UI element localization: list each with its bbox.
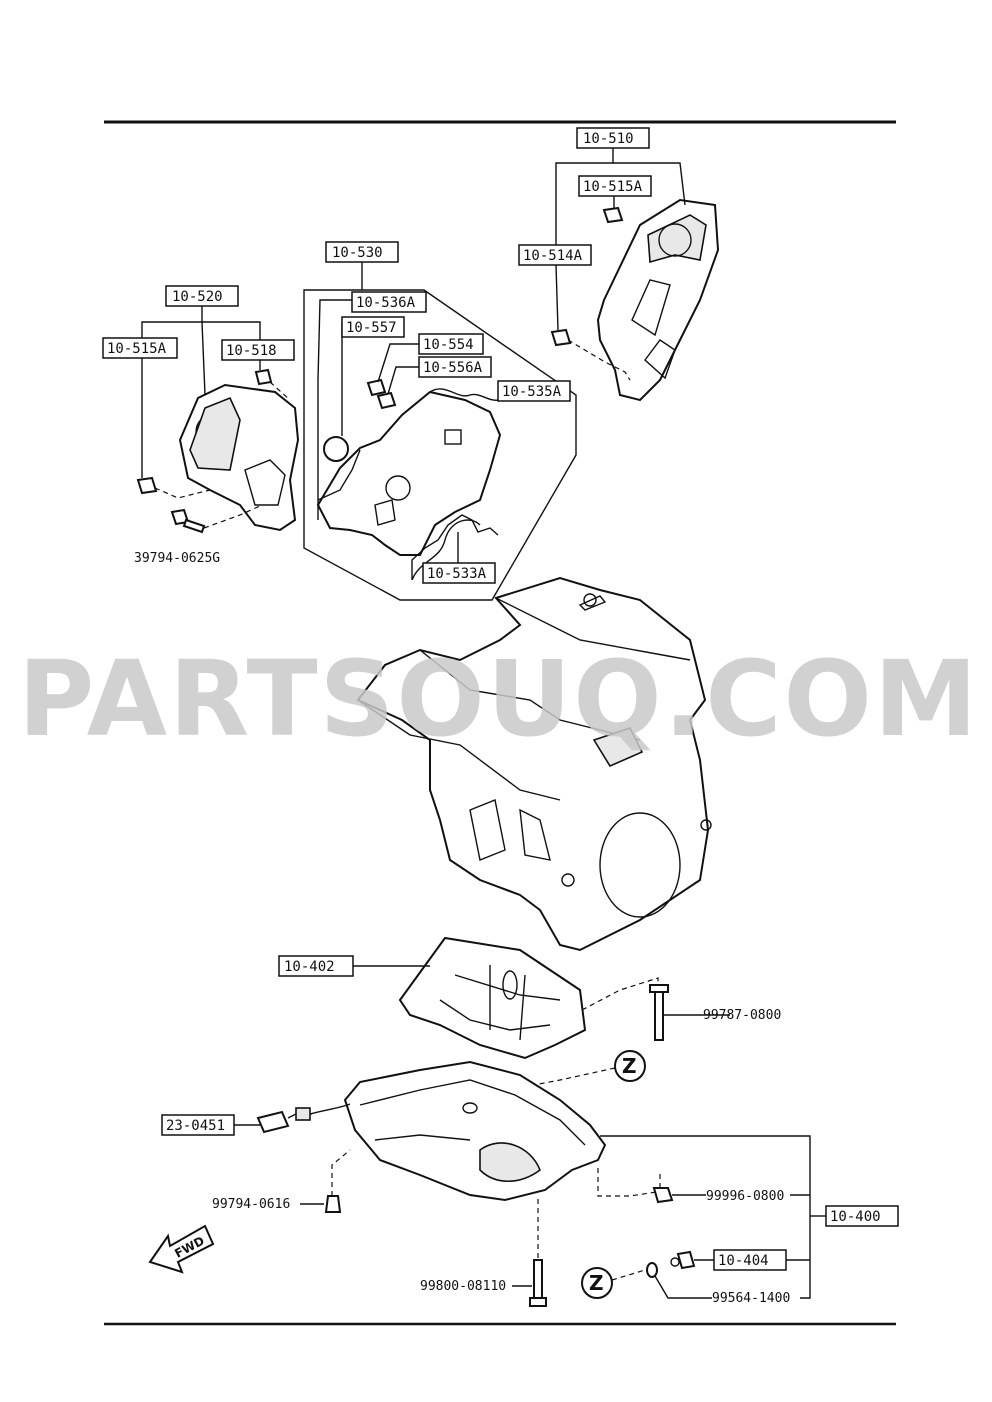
center-timing-plate[interactable]	[316, 390, 502, 556]
label-box-10-518	[221, 339, 295, 361]
bolt-99787-0800[interactable]	[649, 984, 669, 1041]
bushing-10-554[interactable]	[366, 378, 387, 397]
oil-pan-baffle[interactable]	[398, 936, 587, 1060]
label-99996-0800: 99996-0800	[706, 1189, 784, 1204]
label-99564-1400: 99564-1400	[712, 1291, 790, 1306]
drain-plug-10-404[interactable]	[670, 1250, 696, 1270]
label-10-404: 10-404	[718, 1253, 769, 1269]
label-box-10-514a	[518, 244, 592, 266]
label-10-530: 10-530	[332, 245, 383, 261]
label-10-515a-right: 10-515A	[583, 179, 643, 195]
right-timing-cover[interactable]	[596, 198, 720, 402]
bushing-514a[interactable]	[550, 328, 572, 347]
z-marker-upper-text: Z	[622, 1054, 637, 1078]
oil-sensor-23-0451[interactable]	[256, 1103, 351, 1134]
bolt-39794-0625g[interactable]	[170, 508, 206, 534]
label-box-10-535a	[497, 380, 571, 402]
seal-10-536a[interactable]	[317, 299, 352, 520]
bolt-99794-0616[interactable]	[324, 1195, 342, 1213]
bushing-10-518[interactable]	[254, 368, 273, 386]
seal-10-557[interactable]	[323, 436, 349, 462]
bushing-515a-left[interactable]	[136, 476, 158, 495]
label-box-10-557	[341, 316, 405, 338]
label-box-10-536a	[351, 291, 427, 313]
label-39794-0625g: 39794-0625G	[134, 551, 220, 566]
fwd-arrow-icon: FWD	[148, 1224, 215, 1274]
label-10-554: 10-554	[423, 337, 474, 353]
label-99787-0800: 99787-0800	[703, 1008, 781, 1023]
label-10-533a: 10-533A	[427, 566, 487, 582]
kit-outline-10-530	[303, 289, 577, 601]
left-timing-cover[interactable]	[178, 383, 300, 532]
bolt-99800-08110[interactable]	[529, 1259, 547, 1307]
label-10-400: 10-400	[830, 1209, 881, 1225]
label-23-0451: 23-0451	[166, 1118, 225, 1134]
label-10-536a: 10-536A	[356, 295, 416, 311]
label-99794-0616: 99794-0616	[212, 1197, 290, 1212]
engine-block	[356, 576, 712, 952]
watermark: PARTSOUQ.COM	[18, 638, 979, 760]
label-box-10-533a	[422, 562, 496, 584]
label-10-556a: 10-556A	[423, 360, 483, 376]
label-10-402: 10-402	[284, 959, 335, 975]
label-10-535a: 10-535A	[502, 384, 562, 400]
label-box-10-515a-right	[578, 175, 652, 197]
oil-pan[interactable]	[343, 1060, 607, 1202]
z-marker-lower	[581, 1267, 613, 1299]
washer-99564-1400[interactable]	[646, 1262, 658, 1278]
label-99800-08110: 99800-08110	[420, 1279, 506, 1294]
label-10-514a: 10-514A	[523, 248, 583, 264]
label-10-557: 10-557	[346, 320, 397, 336]
label-10-518: 10-518	[226, 343, 277, 359]
bushing-515a-right[interactable]	[602, 206, 624, 224]
gasket-10-533a[interactable]	[411, 514, 499, 580]
gasket-10-535a[interactable]	[429, 388, 501, 401]
z-marker-upper	[614, 1050, 646, 1082]
label-10-510: 10-510	[583, 131, 634, 147]
z-marker-lower-text: Z	[589, 1271, 604, 1295]
bushing-10-556a[interactable]	[376, 391, 397, 410]
label-box-10-400	[825, 1205, 899, 1227]
label-10-515a-left: 10-515A	[107, 341, 167, 357]
label-box-10-515a-left	[102, 337, 178, 359]
label-10-520: 10-520	[172, 289, 223, 305]
nut-99996-0800[interactable]	[652, 1187, 674, 1204]
